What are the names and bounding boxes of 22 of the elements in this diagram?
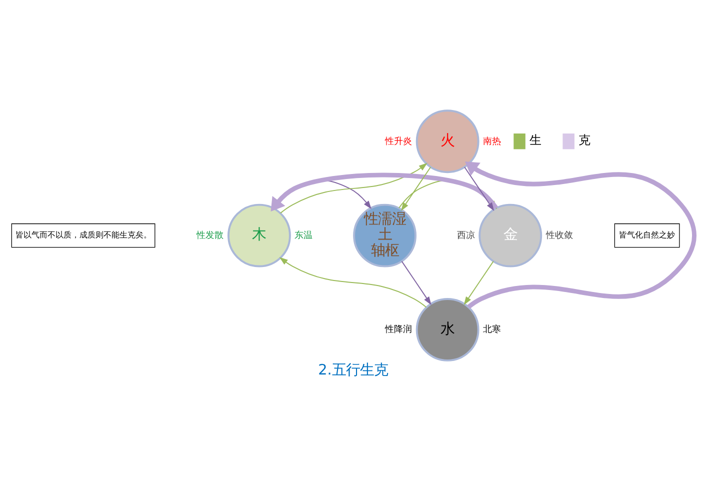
node-label: 西凉 [456, 230, 475, 240]
node-label: 东温 [294, 230, 313, 240]
arrow [401, 260, 432, 305]
arrow [464, 166, 494, 210]
arrow [280, 162, 428, 214]
node-label: 性降润 [385, 324, 412, 335]
node-circle: 木 [228, 203, 291, 267]
arrow [464, 160, 697, 308]
diagram-title: 2.五行生克 [318, 362, 388, 378]
legend-label: 生 [529, 132, 542, 147]
arrow [464, 260, 494, 305]
node-label: 性发散 [196, 230, 224, 240]
node-label: 北寒 [483, 324, 502, 335]
node-circle: 性濡湿 土 轴枢 [353, 203, 416, 267]
node-circle: 水 [416, 298, 480, 361]
node-label: 性升炎 [385, 136, 412, 146]
node-label: 南热 [483, 136, 502, 146]
arrow [279, 256, 427, 308]
arrow [400, 166, 432, 210]
node-circle: 火 [416, 109, 480, 173]
node-label: 性收敛 [546, 230, 573, 240]
legend-label: 克 [578, 132, 590, 147]
